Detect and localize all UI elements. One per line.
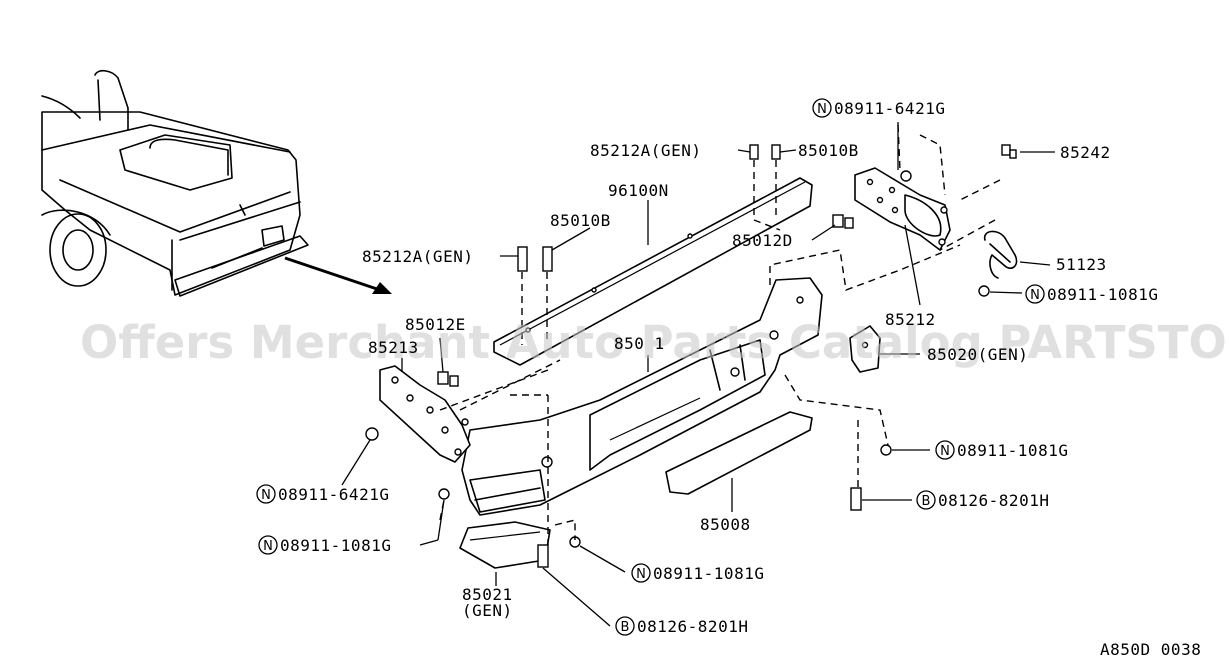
nut-symbol-icon (812, 98, 832, 118)
small-bracket-85020 (849, 325, 881, 373)
label-85008: 85008 (700, 515, 751, 534)
diagram-code: A850D 0038 (1100, 640, 1201, 659)
nut-prefix: N (636, 567, 646, 582)
label-85021: 85021 (462, 585, 513, 604)
nut-symbol-icon (935, 440, 955, 460)
label-n-08911-1081G-left: 08911-1081G (280, 536, 391, 555)
nut-prefix: N (261, 488, 271, 503)
label-b-08126-8201H-right: 08126-8201H (938, 491, 1049, 510)
label-85011: 850 1 (614, 334, 665, 353)
nut-prefix: N (817, 102, 827, 117)
label-85010B-mid: 85010B (550, 211, 611, 230)
reinforcement-bar-96100N (493, 177, 813, 366)
label-b-08126-8201H-bottom: 08126-8201H (637, 617, 748, 636)
main-bumper-85011 (461, 277, 823, 516)
label-n-08911-1081G-bottom: 08911-1081G (653, 564, 764, 583)
label-85012D: 85012D (732, 231, 793, 250)
label-85242: 85242 (1060, 143, 1111, 162)
label-85020-gen: 85020(GEN) (927, 345, 1028, 364)
label-85213: 85213 (368, 338, 419, 357)
nut-prefix: N (263, 539, 273, 554)
nut-symbol-icon (258, 535, 278, 555)
label-n-08911-1081G-mid-right: 08911-1081G (957, 441, 1068, 460)
nut-prefix: N (1030, 288, 1040, 303)
step-pad-85008 (665, 411, 813, 495)
fasteners (365, 144, 1017, 568)
label-n-08911-6421G-left: 08911-6421G (278, 485, 389, 504)
label-n-08911-6421G-top: 08911-6421G (834, 99, 945, 118)
label-85212A-gen-mid: 85212A(GEN) (362, 247, 473, 266)
bolt-symbol-icon (916, 490, 936, 510)
label-85212A-gen-top: 85212A(GEN) (590, 141, 701, 160)
bumper-assembly (365, 124, 1018, 569)
nut-symbol-icon (1025, 284, 1045, 304)
label-96100N: 96100N (608, 181, 669, 200)
callout-labels: N 08911-6421G 85212A(GEN) 85010B 85242 9… (256, 98, 1201, 659)
truck-illustration (41, 69, 309, 297)
left-bracket-85213 (379, 365, 471, 463)
bolt-prefix: B (922, 494, 931, 509)
label-85212: 85212 (885, 310, 936, 329)
label-51123: 51123 (1056, 255, 1107, 274)
nut-prefix: N (940, 444, 950, 459)
label-85010B-top: 85010B (798, 141, 859, 160)
label-85021-gen: (GEN) (462, 601, 513, 620)
leader-lines (341, 122, 1055, 627)
label-85012E: 85012E (405, 315, 466, 334)
direction-arrow (284, 256, 392, 294)
tow-hook-51123 (983, 230, 1018, 279)
bolt-prefix: B (621, 620, 630, 635)
nut-symbol-icon (256, 484, 276, 504)
watermark-text: Offers Merchant Auto Parts Catalog PARTS… (80, 316, 1229, 369)
bolt-symbol-icon (615, 616, 635, 636)
end-cap-85021 (459, 521, 551, 569)
nut-symbol-icon (631, 563, 651, 583)
label-n-08911-1081G-right: 08911-1081G (1047, 285, 1158, 304)
